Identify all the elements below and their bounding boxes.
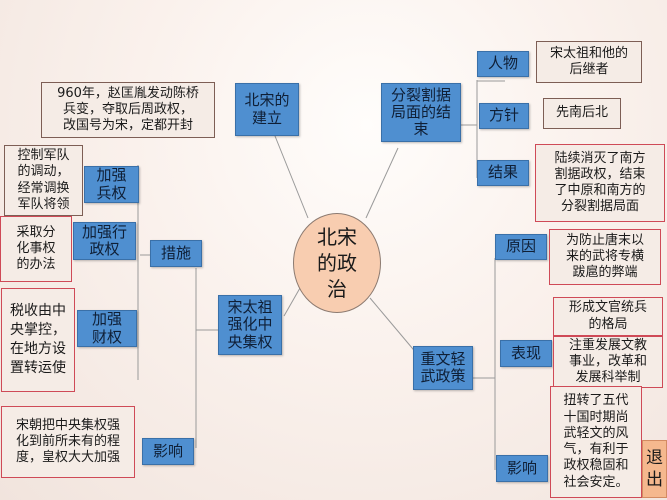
note-civil-reason: 为防止唐末以 来的武将专横 跋扈的弊端 — [549, 229, 661, 285]
civil-manifestation[interactable]: 表现 — [500, 340, 552, 367]
measure-financial[interactable]: 加强 财权 — [77, 310, 137, 347]
note-civil-manifestation-2: 注重发展文教 事业，改革和 发展科举制 — [553, 336, 663, 388]
centralization-measures[interactable]: 措施 — [150, 240, 202, 267]
note-civil-impact: 扭转了五代 十国时期尚 武轻文的风 气，有利于 政权稳固和 社会安定。 — [550, 386, 642, 498]
note-measure-military: 控制军队 的调动， 经常调换 军队将领 — [4, 145, 83, 216]
civil-reason[interactable]: 原因 — [495, 234, 547, 260]
unification-result[interactable]: 结果 — [477, 160, 529, 186]
note-unification-strategy: 先南后北 — [543, 98, 621, 129]
centralization-impact[interactable]: 影响 — [142, 438, 194, 465]
branch-unification[interactable]: 分裂割据 局面的结 束 — [381, 83, 461, 142]
civil-impact[interactable]: 影响 — [496, 455, 548, 482]
branch-founding[interactable]: 北宋的 建立 — [235, 83, 299, 136]
unification-people[interactable]: 人物 — [477, 51, 529, 77]
note-civil-manifestation-1: 形成文官统兵 的格局 — [553, 297, 663, 336]
branch-centralization[interactable]: 宋太祖 强化中 央集权 — [218, 295, 282, 355]
center-topic: 北宋 的政 治 — [293, 213, 381, 313]
note-centralization-impact: 宋朝把中央集权强 化到前所未有的程 度，皇权大大加强 — [1, 406, 135, 478]
measure-administrative[interactable]: 加强行 政权 — [73, 222, 136, 260]
unification-strategy[interactable]: 方针 — [479, 103, 529, 129]
note-measure-financial: 税收由中 央掌控， 在地方设 置转运使 — [1, 288, 75, 392]
note-unification-people: 宋太祖和他的 后继者 — [536, 41, 642, 83]
note-measure-administrative: 采取分 化事权 的办法 — [0, 216, 72, 282]
measure-military[interactable]: 加强 兵权 — [84, 166, 139, 203]
exit-button[interactable]: 退 出 — [642, 440, 667, 498]
branch-civil-policy[interactable]: 重文轻 武政策 — [413, 346, 473, 390]
note-unification-result: 陆续消灭了南方 割据政权，结束 了中原和南方的 分裂割据局面 — [535, 144, 665, 222]
note-founding: 960年，赵匡胤发动陈桥 兵变，夺取后周政权， 改国号为宋，定都开封 — [41, 82, 215, 138]
